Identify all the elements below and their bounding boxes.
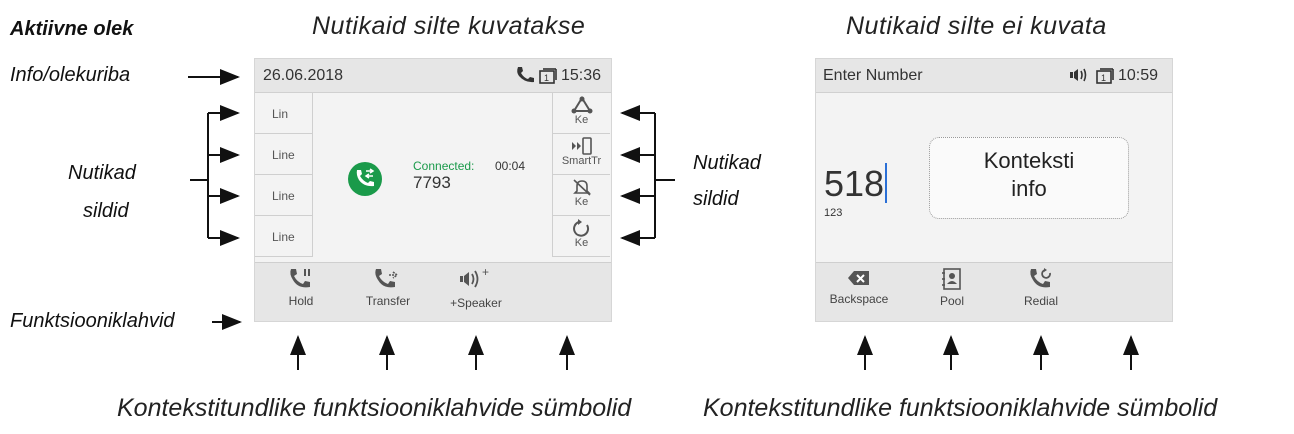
status-bar-label: Info/olekuriba (10, 64, 131, 86)
call-duration: 00:04 (495, 159, 526, 173)
mute-bell-icon (572, 179, 591, 196)
svg-text:+: + (482, 267, 489, 279)
smart-key-mute[interactable]: Ke (552, 175, 610, 216)
context-info-box: Konteksti info (929, 137, 1129, 219)
status-time: 10:59 (1118, 67, 1159, 84)
phone-screen-right: Enter Number 1 10:59 518 123 Konteksti i… (815, 58, 1173, 322)
smart-key-conference[interactable]: Ke (552, 93, 610, 134)
directory-icon (942, 268, 961, 290)
smart-labels-left-1: Nutikad (68, 162, 136, 184)
entry-sub: 123 (824, 207, 843, 219)
header-right: Nutikaid silte ei kuvata (846, 12, 1107, 40)
transfer-icon (375, 269, 399, 288)
backspace-icon (848, 271, 869, 285)
softkey-transfer[interactable]: Transfer (355, 267, 421, 308)
hold-icon (290, 269, 310, 288)
conference-icon (571, 96, 592, 114)
softkey-directory[interactable]: Pool (924, 267, 980, 308)
smart-key-smart-transfer[interactable]: SmartTr (552, 134, 610, 175)
softkey-backspace[interactable]: Backspace (826, 267, 892, 306)
status-title: Enter Number (823, 67, 923, 84)
softkey-bar: Hold Transfer + +Speaker (255, 262, 611, 321)
line-key-3[interactable]: Line (255, 175, 313, 216)
line-1-icon: 1 (1096, 68, 1114, 89)
svg-text:1: 1 (1101, 73, 1106, 83)
text-cursor (885, 163, 887, 203)
call-number: 7793 (413, 173, 451, 192)
status-date: 26.06.2018 (263, 67, 344, 84)
status-bar: 26.06.2018 1 15:36 (255, 59, 611, 93)
status-time: 15:36 (561, 67, 602, 84)
call-transfer-icon (347, 161, 383, 202)
bottom-caption-right: Kontekstitundlike funktsiooniklahvide sü… (703, 394, 1218, 422)
handset-icon (515, 66, 535, 89)
context-line-2: info (1011, 176, 1047, 201)
smart-labels-right-2: sildid (693, 188, 739, 210)
smart-key-refresh[interactable]: Ke (552, 216, 610, 257)
softkey-redial[interactable]: Redial (1013, 267, 1069, 308)
speaker-plus-icon: + (460, 267, 489, 288)
line-key-4[interactable]: Line (255, 216, 313, 257)
active-state-label: Aktiivne olek (10, 18, 134, 40)
phone-screen-left: 26.06.2018 1 15:36 Lin Line Line Line Co… (254, 58, 612, 322)
line-1-icon: 1 (539, 68, 557, 89)
number-entry[interactable]: 518 (824, 163, 885, 204)
header-left: Nutikaid silte kuvatakse (312, 12, 586, 40)
softkey-speaker[interactable]: + +Speaker (450, 267, 502, 310)
svg-text:1: 1 (544, 73, 549, 83)
refresh-icon (572, 219, 589, 237)
smart-labels-left-2: sildid (83, 200, 129, 222)
softkey-hold[interactable]: Hold (273, 267, 329, 308)
smart-labels-right-1: Nutikad (693, 152, 761, 174)
call-state: Connected: (413, 159, 475, 173)
function-keys-label: Funktsiooniklahvid (10, 310, 175, 332)
smart-transfer-icon (571, 137, 592, 155)
speaker-icon (1069, 67, 1093, 88)
bottom-caption-left: Kontekstitundlike funktsiooniklahvide sü… (117, 394, 632, 422)
line-key-2[interactable]: Line (255, 134, 313, 175)
softkey-bar: Backspace Pool Redial (816, 262, 1172, 321)
status-bar: Enter Number 1 10:59 (816, 59, 1172, 93)
line-key-1[interactable]: Lin (255, 93, 313, 134)
redial-icon (1030, 268, 1051, 288)
context-line-1: Konteksti (983, 148, 1075, 173)
